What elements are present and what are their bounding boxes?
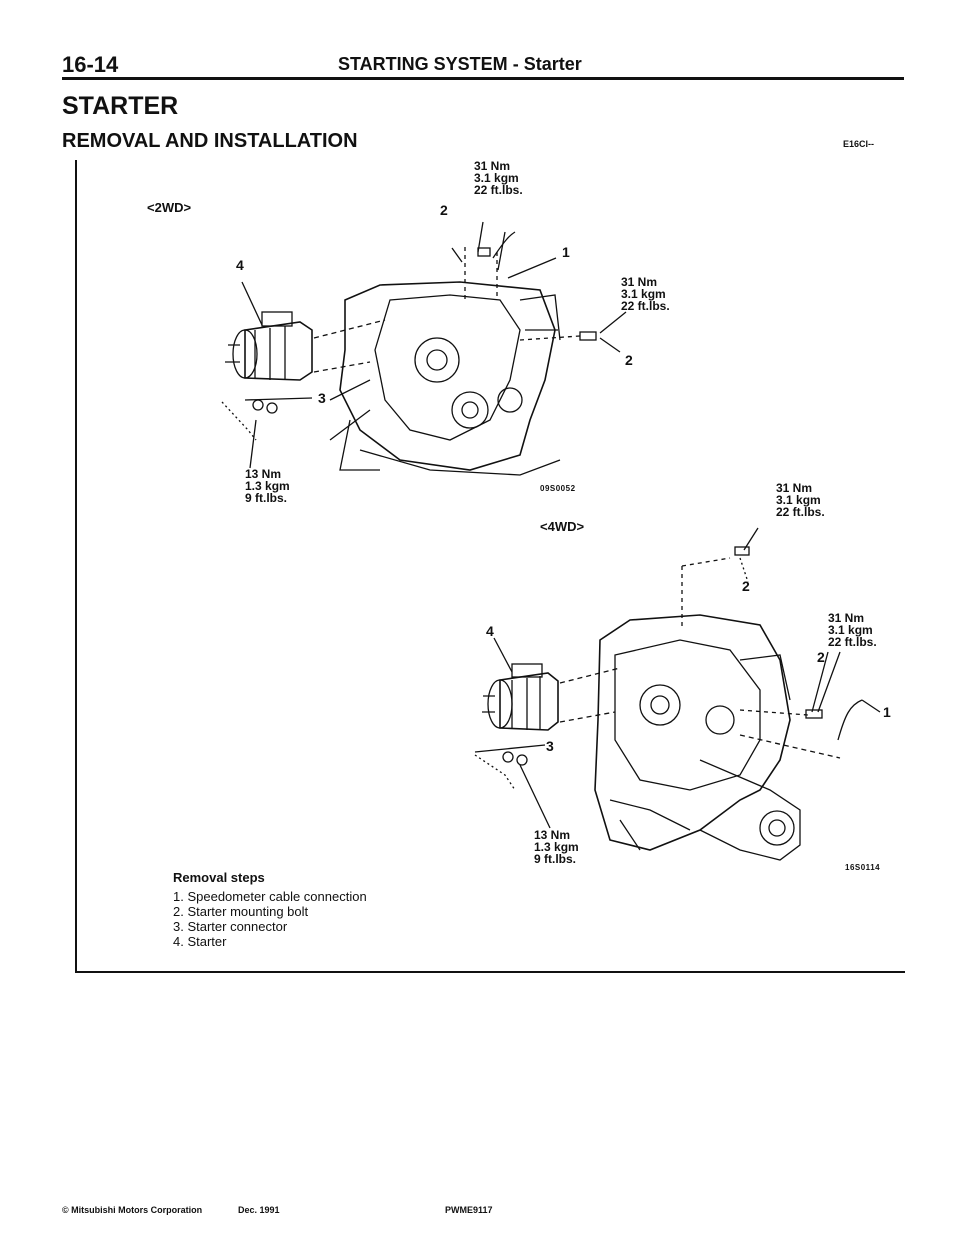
torque-value: 22 ft.lbs. [828,635,877,649]
starter-2wd-illustration [225,311,313,381]
page-header-title: STARTING SYSTEM - Starter [338,54,582,75]
figure-2wd-id: 09S0052 [540,484,576,493]
figure-2wd-label: <2WD> [147,200,192,215]
torque-value: 31 Nm [828,611,865,625]
section-title: STARTER [62,92,179,120]
transaxle-2wd-illustration [329,281,561,476]
torque-2wd-right: 31 Nm 3.1 kgm 22 ft.lbs. [621,276,670,312]
torque-value: 31 Nm [621,275,658,289]
header-title-main: STARTING SYSTEM [338,54,508,74]
section-code: E16CI-- [843,139,875,149]
torque-value: 22 ft.lbs. [776,505,825,519]
torque-value: 3.1 kgm [828,623,873,637]
callout-2: 2 [625,352,633,368]
figure-4wd-id: 16S0114 [845,863,881,872]
callout-1: 1 [883,704,891,720]
torque-value: 3.1 kgm [621,287,666,301]
torque-value: 13 Nm [245,467,282,481]
torque-value: 22 ft.lbs. [621,299,670,313]
header-title-dash: - [512,54,519,74]
torque-4wd-right: 31 Nm 3.1 kgm 22 ft.lbs. [828,612,877,648]
torque-value: 13 Nm [534,828,571,842]
torque-value: 3.1 kgm [474,171,519,185]
header-rule [62,77,904,80]
starter-4wd-illustration [482,663,559,731]
callout-4: 4 [486,623,494,639]
torque-4wd-top: 31 Nm 3.1 kgm 22 ft.lbs. [776,482,825,518]
footer-copyright: © Mitsubishi Motors Corporation [62,1205,203,1215]
torque-value: 9 ft.lbs. [534,852,577,866]
callout-2: 2 [440,202,448,218]
torque-value: 9 ft.lbs. [245,491,288,505]
page-number: 16-14 [62,52,119,77]
figure-4wd-label: <4WD> [540,519,585,534]
figure-frame-left [75,160,77,973]
callout-3: 3 [318,390,326,406]
list-item: 1. Speedometer cable connection [173,889,367,904]
torque-value: 31 Nm [474,159,511,173]
section-subtitle: REMOVAL AND INSTALLATION [62,130,358,152]
callout-1: 1 [562,244,570,260]
torque-value: 3.1 kgm [776,493,821,507]
torque-value: 1.3 kgm [534,840,579,854]
callout-2: 2 [817,649,825,665]
list-item: 3. Starter connector [173,919,288,934]
transaxle-4wd-illustration [594,614,801,861]
header-title-sub: Starter [523,54,582,74]
removal-steps-list: 1. Speedometer cable connection 2. Start… [173,889,367,949]
torque-4wd-bottom: 13 Nm 1.3 kgm 9 ft.lbs. [534,829,579,865]
footer-doc-id: PWME9117 [445,1205,493,1215]
list-item: 4. Starter [173,934,227,949]
torque-value: 31 Nm [776,481,813,495]
callout-2: 2 [742,578,750,594]
torque-value: 22 ft.lbs. [474,183,523,197]
callout-4: 4 [236,257,244,273]
torque-value: 1.3 kgm [245,479,290,493]
torque-2wd-top: 31 Nm 3.1 kgm 22 ft.lbs. [474,160,523,196]
footer-date: Dec. 1991 [238,1205,280,1215]
figure-frame-bottom [75,971,905,973]
callout-3: 3 [546,738,554,754]
torque-2wd-bottom: 13 Nm 1.3 kgm 9 ft.lbs. [245,468,290,504]
removal-steps-title: Removal steps [173,870,265,885]
list-item: 2. Starter mounting bolt [173,904,309,919]
